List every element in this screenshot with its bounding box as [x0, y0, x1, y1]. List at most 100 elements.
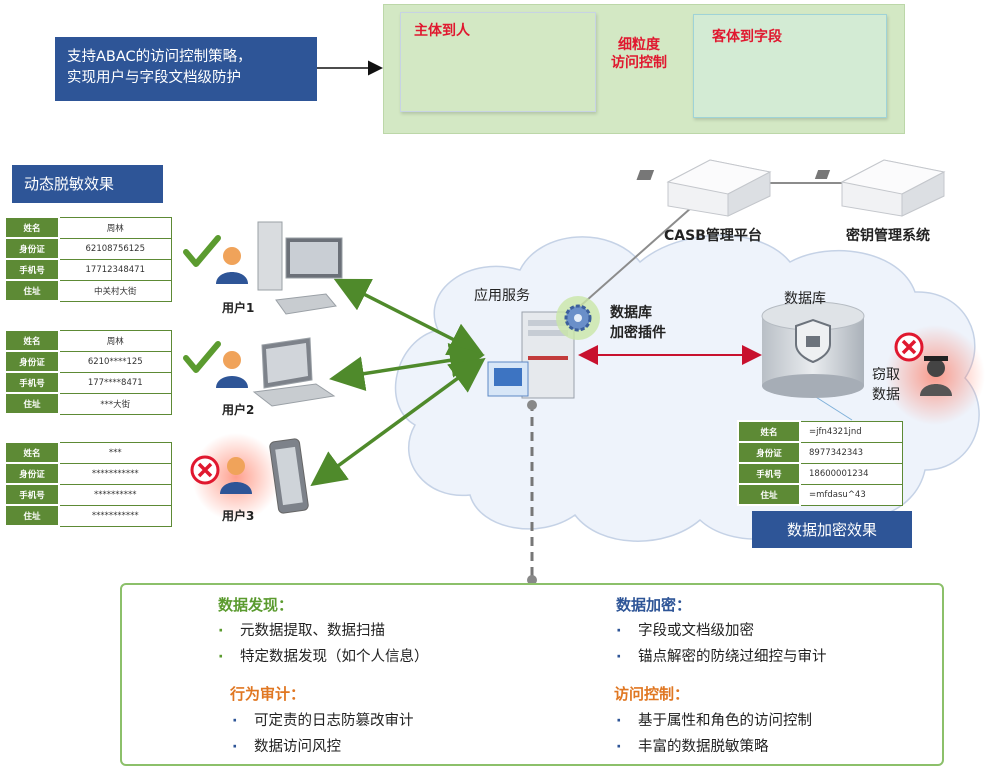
field-value: 中关村大街: [58, 279, 172, 302]
plugin-label-line1: 数据库: [610, 305, 652, 321]
user1-avatar-icon: [216, 247, 248, 284]
discovery-item: ·元数据提取、数据扫描: [218, 623, 385, 639]
discovery-title: 数据发现：: [218, 596, 294, 614]
field-key: 姓名: [4, 441, 60, 464]
discovery-item-text: 元数据提取、数据扫描: [240, 623, 385, 639]
x-icon-user3: [190, 455, 220, 485]
table-row: 姓名周林: [4, 329, 172, 352]
encryption-item-text: 字段或文档级加密: [638, 623, 754, 639]
check-icon-user2: [183, 341, 221, 373]
field-key: 身份证: [4, 237, 60, 260]
audit-item-text: 可定责的日志防篡改审计: [254, 713, 414, 729]
check-icon-user1: [183, 235, 221, 267]
access-item: ·丰富的数据脱敏策略: [616, 739, 769, 755]
field-value: ***********: [58, 504, 172, 527]
field-value: 177****8471: [58, 371, 172, 394]
field-value: 周林: [58, 329, 172, 352]
user1-label: 用户1: [222, 301, 255, 315]
table-row: 姓名=jfn4321jnd: [737, 420, 903, 443]
fine-grain-line2: 访问控制: [611, 55, 667, 71]
x-icon-steal: [894, 332, 924, 362]
field-value: ***: [58, 441, 172, 464]
field-key: 住址: [737, 483, 801, 506]
audit-item-text: 数据访问风控: [254, 739, 341, 755]
dynamic-mask-title: 动态脱敏效果: [12, 165, 163, 203]
table-row: 住址中关村大街: [4, 279, 172, 302]
user2-label: 用户2: [222, 403, 255, 417]
field-key: 姓名: [737, 420, 801, 443]
kms-label: 密钥管理系统: [846, 228, 930, 244]
field-key: 身份证: [737, 441, 801, 464]
field-value: ***********: [58, 462, 172, 485]
subject-title: 主体到人: [414, 23, 470, 39]
table-row: 姓名***: [4, 441, 172, 464]
access-item-text: 丰富的数据脱敏策略: [638, 739, 769, 755]
user3-label: 用户3: [222, 509, 255, 523]
object-title: 客体到字段: [712, 29, 782, 45]
access-item-text: 基于属性和角色的访问控制: [638, 713, 812, 729]
encryption-item: ·锚点解密的防绕过细控与审计: [616, 649, 827, 665]
field-value: 18600001234: [799, 462, 903, 485]
encryption-title: 数据加密：: [616, 596, 692, 614]
field-value: ***大街: [58, 392, 172, 415]
field-key: 身份证: [4, 462, 60, 485]
field-key: 手机号: [737, 462, 801, 485]
field-key: 住址: [4, 504, 60, 527]
kms-appliance-icon: [814, 159, 946, 217]
gear-plugin-icon: [556, 296, 600, 340]
user2-avatar-icon: [216, 351, 248, 388]
audit-item: ·数据访问风控: [232, 739, 341, 755]
field-key: 手机号: [4, 483, 60, 506]
encrypt-effect-title: 数据加密效果: [752, 511, 912, 548]
field-key: 姓名: [4, 216, 60, 239]
field-key: 住址: [4, 392, 60, 415]
database-cylinder-icon: [761, 301, 865, 398]
table-row: 姓名周林: [4, 216, 172, 239]
features-panel: [120, 583, 944, 766]
field-value: 6210****125: [58, 350, 172, 373]
casb-appliance-icon: [636, 159, 772, 217]
table-row: 住址=mfdasu^43: [737, 483, 903, 506]
field-key: 手机号: [4, 371, 60, 394]
field-value: 8977342343: [799, 441, 903, 464]
database-label: 数据库: [784, 291, 826, 307]
table-row: 身份证***********: [4, 462, 172, 485]
laptop-icon: [252, 337, 336, 407]
encryption-item: ·字段或文档级加密: [616, 623, 754, 639]
field-key: 姓名: [4, 329, 60, 352]
app-service-label: 应用服务: [474, 288, 530, 304]
abac-callout: 支持ABAC的访问控制策略， 实现用户与字段文档级防护: [55, 37, 317, 101]
access-title: 访问控制：: [614, 685, 690, 703]
audit-title: 行为审计：: [230, 685, 306, 703]
object-card: [693, 14, 887, 118]
callout-line2: 实现用户与字段文档级防护: [67, 70, 241, 86]
steal-label-line2: 数据: [872, 387, 900, 403]
callout-line1: 支持ABAC的访问控制策略，: [67, 49, 252, 65]
field-value: =mfdasu^43: [799, 483, 903, 506]
fine-grain-panel: [383, 4, 905, 134]
field-key: 住址: [4, 279, 60, 302]
desktop-pc-icon: [257, 221, 343, 315]
table-row: 住址***********: [4, 504, 172, 527]
steal-label-line1: 窃取: [872, 367, 900, 383]
subject-card: [400, 12, 596, 112]
audit-item: ·可定责的日志防篡改审计: [232, 713, 414, 729]
field-value: 周林: [58, 216, 172, 239]
field-key: 手机号: [4, 258, 60, 281]
table-row: 住址***大街: [4, 392, 172, 415]
fine-grain-line1: 细粒度: [618, 37, 660, 53]
user3-avatar-icon: [220, 457, 252, 494]
field-key: 身份证: [4, 350, 60, 373]
plugin-label-line2: 加密插件: [610, 325, 666, 341]
table-row: 手机号**********: [4, 483, 172, 506]
tablet-icon: [269, 438, 309, 514]
